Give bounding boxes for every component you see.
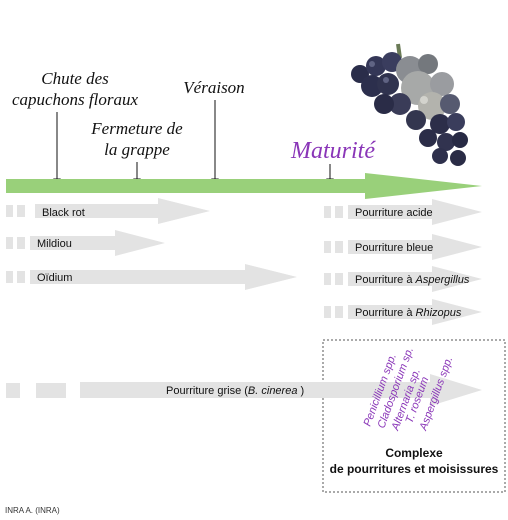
- label-pourriture-bleue: Pourriture bleue: [355, 242, 433, 254]
- bar-pourriture-aspergillus: [324, 266, 482, 292]
- stage-label-maturite: Maturité: [290, 138, 376, 164]
- stage-label-chute-line2: capuchons floraux: [12, 90, 139, 109]
- bar-pourriture-grise: [6, 374, 482, 406]
- timeline-arrow: [6, 173, 482, 199]
- label-mildiou: Mildiou: [37, 238, 72, 250]
- complex-box: [322, 339, 506, 493]
- species-list: Penicillium spp. Cladosporium sp. Altern…: [362, 345, 456, 432]
- grape-cluster-image: [351, 43, 468, 166]
- label-pourriture-grise: Pourriture grise (B. cinerea ): [166, 385, 304, 397]
- stage-label-veraison: Véraison: [183, 78, 244, 97]
- bar-pourriture-bleue: [324, 234, 482, 260]
- bar-black-rot: [6, 198, 210, 224]
- label-pourriture-aspergillus: Pourriture à Aspergillus: [355, 274, 470, 286]
- label-black-rot: Black rot: [42, 207, 85, 219]
- label-pourriture-rhizopus: Pourriture à Rhizopus: [355, 307, 462, 319]
- bar-pourriture-acide: [324, 199, 482, 225]
- label-oidium: Oïdium: [37, 272, 72, 284]
- stage-label-fermeture-line2: la grappe: [104, 140, 170, 159]
- label-pourriture-acide: Pourriture acide: [355, 207, 433, 219]
- complex-title-line2: de pourritures et moisissures: [330, 462, 499, 476]
- image-credit: INRA A. (INRA): [5, 506, 60, 515]
- bar-oidium: [6, 264, 297, 290]
- bar-pourriture-rhizopus: [324, 299, 482, 325]
- stage-label-chute-line1: Chute des: [41, 69, 109, 88]
- bar-mildiou: [6, 230, 165, 256]
- stage-label-fermeture-line1: Fermeture de: [90, 119, 183, 138]
- complex-title-line1: Complexe: [385, 446, 443, 460]
